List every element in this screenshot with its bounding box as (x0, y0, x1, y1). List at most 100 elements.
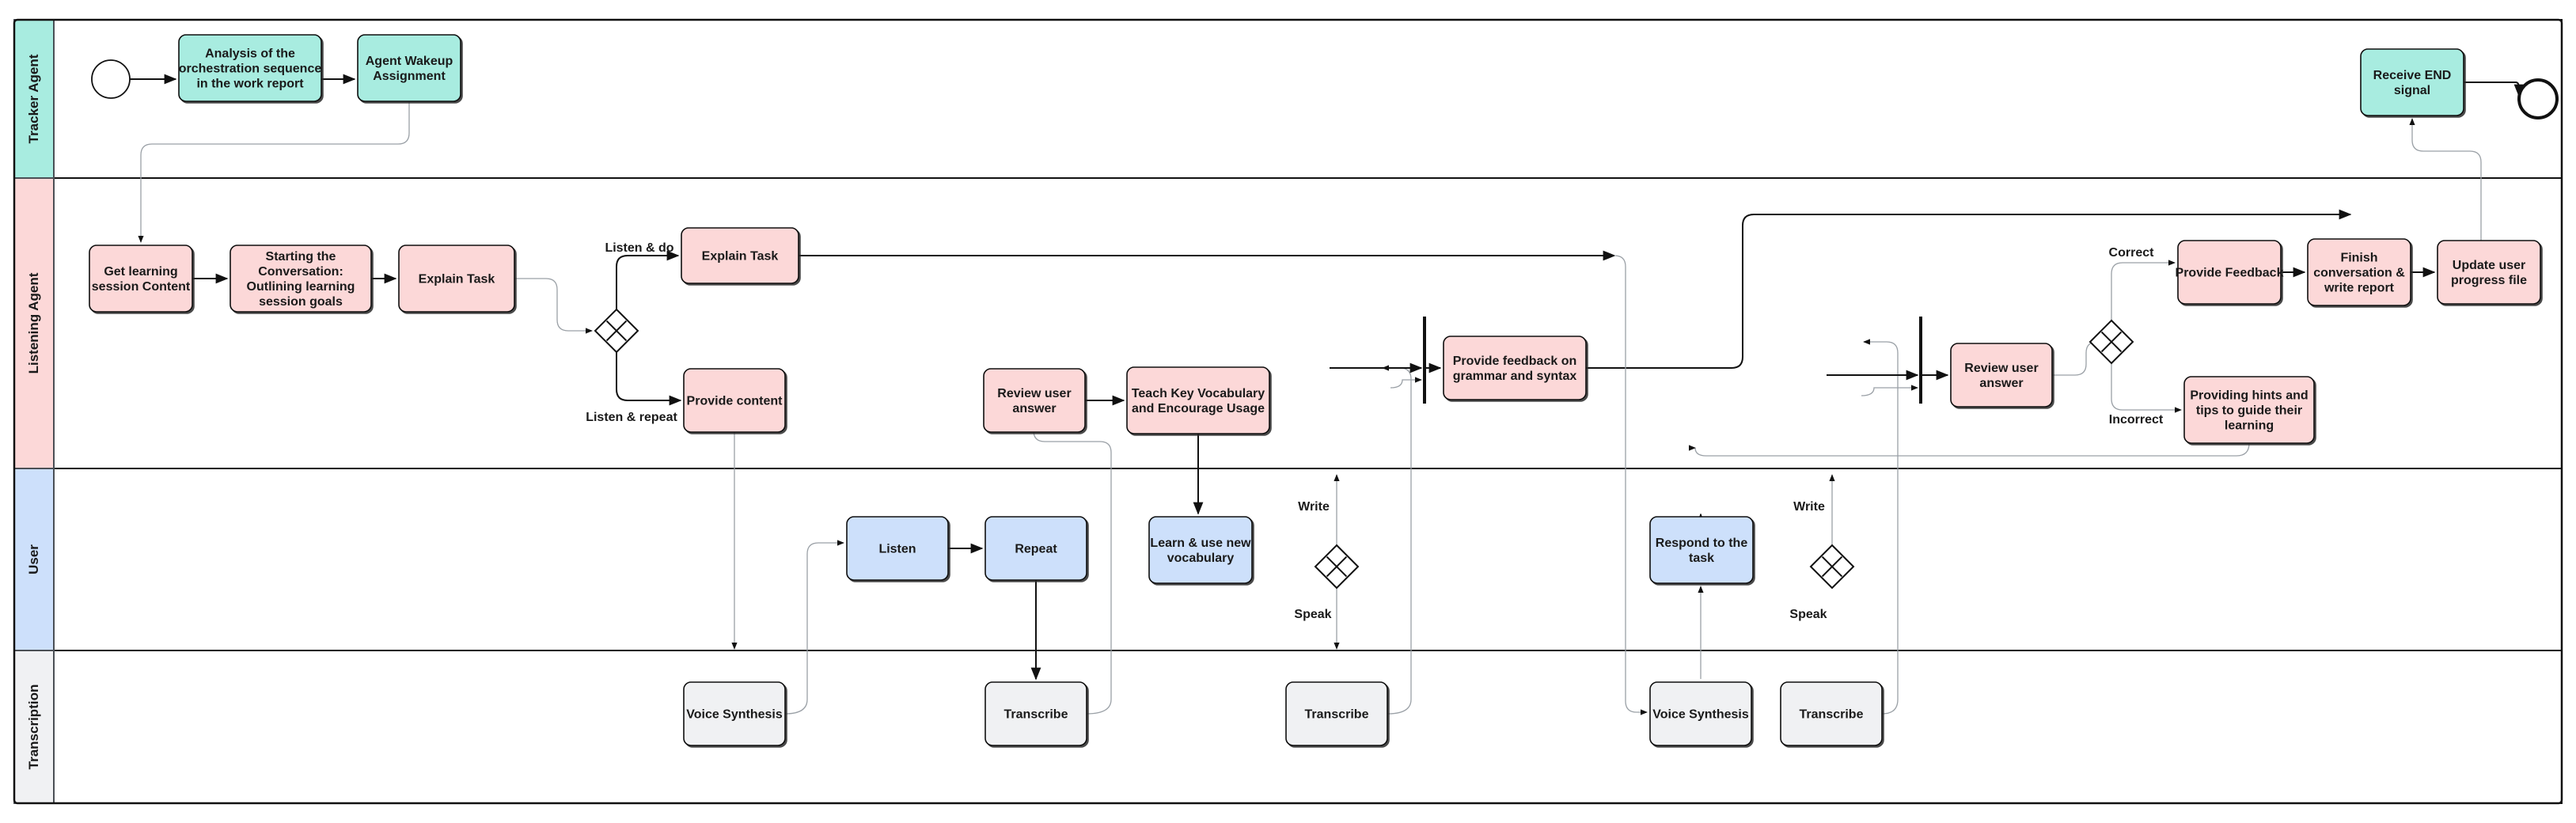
task-label: Transcribe (1004, 708, 1068, 722)
lane-listening: Listening Agent (13, 177, 2563, 469)
flow-wakeup-to-getcontent (138, 101, 410, 243)
gateway-user-write-speak-right[interactable] (1809, 544, 1855, 590)
task-box[interactable] (984, 681, 1087, 746)
flow-transcribe-to-review (1030, 403, 1112, 715)
edge-label-e4: Speak (1294, 608, 1331, 621)
task-u2[interactable]: Repeat (984, 516, 1087, 581)
task-box[interactable] (1126, 366, 1270, 434)
gateway-cross-icon (2100, 331, 2123, 353)
task-u1[interactable]: Listen (846, 516, 949, 581)
task-l5[interactable]: Provide content (683, 368, 786, 433)
lane-user: User (13, 468, 2563, 651)
flow-into-bar2-bot (1861, 385, 1918, 396)
task-box[interactable] (984, 516, 1087, 581)
task-label: Explain Task (419, 273, 495, 286)
lane-header-tracker (13, 19, 55, 179)
task-box[interactable] (846, 516, 949, 581)
task-box[interactable] (357, 34, 461, 102)
task-s2[interactable]: Transcribe (984, 681, 1087, 746)
task-box[interactable] (1649, 681, 1752, 746)
flow-transcribe5-to-review2 (1863, 339, 1899, 715)
start-event[interactable] (91, 59, 131, 99)
task-s3[interactable]: Transcribe (1285, 681, 1388, 746)
flow-gateway-listen-do (616, 250, 680, 309)
task-s1[interactable]: Voice Synthesis (683, 681, 786, 746)
task-box[interactable] (1780, 681, 1883, 746)
lane-label-listening: Listening Agent (26, 272, 41, 374)
task-box[interactable] (983, 368, 1086, 433)
end-event[interactable] (2517, 78, 2559, 119)
task-label: Provide Feedback (2176, 267, 2284, 280)
task-box[interactable] (2307, 238, 2411, 306)
edge-label-e2: Listen & repeat (586, 411, 677, 424)
gateway-correct-incorrect[interactable] (2088, 319, 2134, 365)
task-box[interactable] (89, 245, 193, 313)
edge-label-e3: Write (1298, 500, 1330, 514)
gateways-group (594, 308, 2134, 590)
flow-gateway4-correct (2111, 260, 2176, 320)
edge-label-e5: Write (1793, 500, 1825, 514)
gateway-user-write-speak-left[interactable] (1314, 544, 1360, 590)
task-box[interactable] (2360, 48, 2464, 116)
flow-gateway-listen-repeat (616, 352, 682, 406)
task-box[interactable] (683, 368, 786, 433)
task-label: Listen (878, 543, 916, 556)
task-l3[interactable]: Explain Task (398, 245, 515, 313)
task-s4[interactable]: Voice Synthesis (1649, 681, 1752, 746)
pool-border (13, 18, 2563, 805)
task-box[interactable] (681, 227, 799, 284)
task-l4[interactable]: Explain Task (681, 227, 799, 284)
flow-explain-to-gateway (514, 278, 593, 334)
task-box[interactable] (1285, 681, 1388, 746)
lane-header-user (13, 468, 55, 651)
task-box[interactable] (178, 34, 322, 102)
lane-label-transcription: Transcription (26, 685, 41, 770)
pool-outline (13, 18, 2563, 805)
task-box[interactable] (1950, 343, 2053, 408)
flow-hints-back-loop (1692, 442, 2250, 457)
task-box[interactable] (1443, 336, 1587, 400)
task-l10[interactable]: Provide Feedback (2176, 240, 2284, 305)
task-box[interactable] (2183, 376, 2315, 444)
task-box[interactable] (1148, 516, 1253, 584)
task-box[interactable] (1649, 516, 1754, 584)
edge-label-e6: Speak (1789, 608, 1827, 621)
gateway-listen-split[interactable] (594, 308, 639, 354)
flow-voicesynth-to-listen (784, 540, 844, 715)
task-box[interactable] (683, 681, 786, 746)
edge-label-e8: Incorrect (2109, 413, 2164, 427)
task-label: Explain Task (702, 250, 779, 264)
task-box[interactable] (398, 245, 515, 313)
task-box[interactable] (2177, 240, 2282, 305)
task-box[interactable] (230, 245, 372, 313)
task-box[interactable] (2437, 240, 2541, 305)
task-s5[interactable]: Transcribe (1780, 681, 1883, 746)
